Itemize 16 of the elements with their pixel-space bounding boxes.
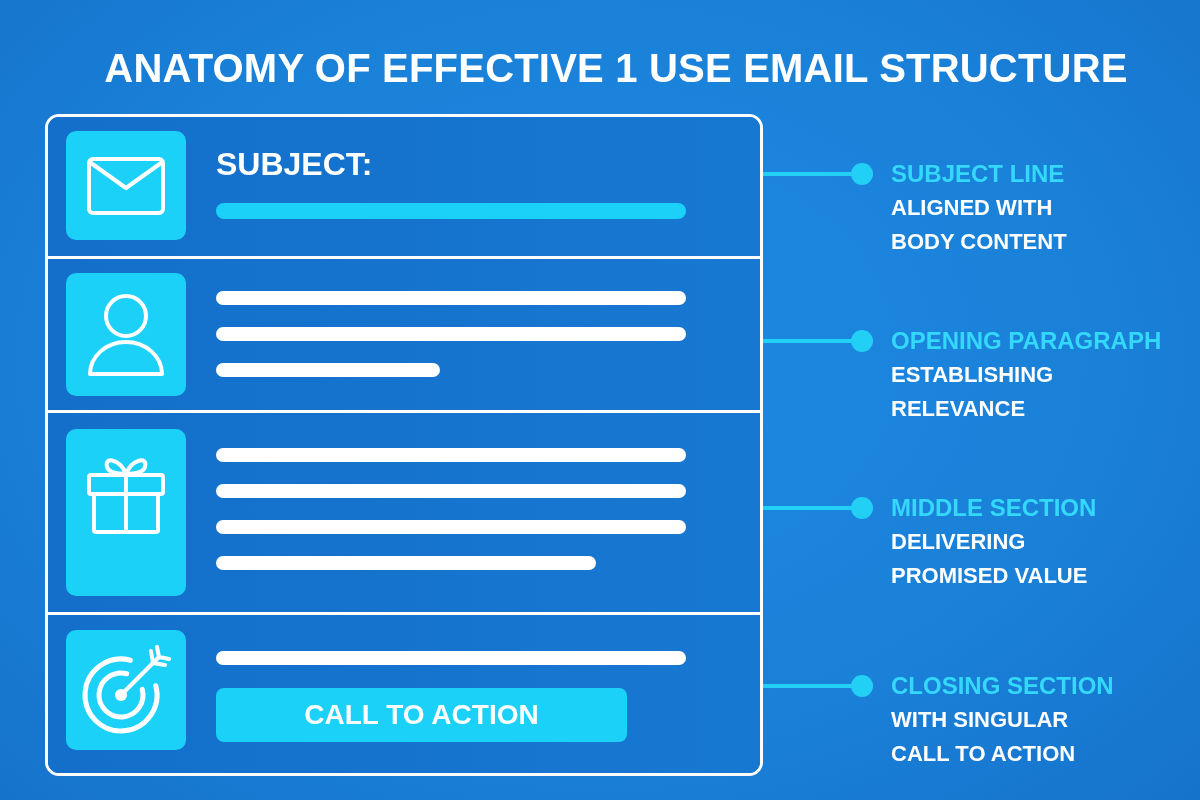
- callout-description: DELIVERING PROMISED VALUE: [891, 528, 1089, 590]
- email-section: [48, 117, 760, 256]
- email-frame: [45, 114, 763, 776]
- subject-label: SUBJECT:: [216, 145, 373, 183]
- callout-heading: SUBJECT LINE: [891, 159, 1065, 189]
- email-section: [48, 612, 760, 773]
- callout-heading: CLOSING SECTION: [891, 671, 1114, 701]
- callout-description: WITH SINGULAR CALL TO ACTION: [891, 706, 1077, 768]
- callout-heading: MIDDLE SECTION: [891, 493, 1097, 523]
- call-to-action-button: CALL TO ACTION: [216, 688, 627, 742]
- callout-heading: OPENING PARAGRAPH: [891, 326, 1162, 356]
- callout-description: ALIGNED WITH BODY CONTENT: [891, 194, 1068, 256]
- email-section: [48, 410, 760, 612]
- callout-description: ESTABLISHING RELEVANCE: [891, 361, 1055, 423]
- title: ANATOMY OF EFFECTIVE 1 USE EMAIL STRUCTURE: [104, 45, 1128, 92]
- email-section: [48, 256, 760, 410]
